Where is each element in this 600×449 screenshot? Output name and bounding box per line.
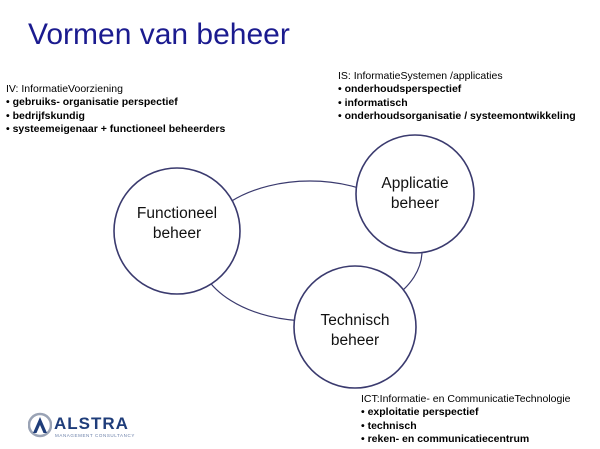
is-text-block: IS: InformatieSystemen /applicaties onde… xyxy=(338,70,576,124)
iv-bullet: systeemeigenaar + functioneel beheerders xyxy=(6,123,226,136)
applicatie-label: Applicatie beheer xyxy=(355,174,475,214)
applicatie-label-line1: Applicatie xyxy=(381,175,449,192)
iv-bullet: gebruiks- organisatie perspectief xyxy=(6,96,225,109)
ict-bullet: reken- en communicatiecentrum xyxy=(361,433,571,446)
technisch-label: Technisch beheer xyxy=(292,311,418,351)
applicatie-label-line2: beheer xyxy=(390,195,440,212)
functioneel-label-line1: Functioneel xyxy=(136,205,218,222)
ict-bullet: exploitatie perspectief xyxy=(361,406,571,419)
is-bullet: informatisch xyxy=(338,97,576,110)
ict-heading: ICT:Informatie- en CommunicatieTechnolog… xyxy=(361,393,571,405)
logo-tagline: MANAGEMENT CONSULTANCY xyxy=(55,433,135,438)
functioneel-circle xyxy=(113,167,241,295)
alstra-logo: ALSTRA MANAGEMENT CONSULTANCY xyxy=(27,412,158,444)
is-heading: IS: InformatieSystemen /applicaties xyxy=(338,70,503,82)
iv-heading: IV: InformatieVoorziening xyxy=(6,83,123,95)
functioneel-label: Functioneel beheer xyxy=(114,204,240,244)
applicatie-circle xyxy=(355,134,475,254)
is-bullet: onderhoudsperspectief xyxy=(338,83,576,96)
iv-text-block: IV: InformatieVoorziening gebruiks- orga… xyxy=(6,83,225,137)
functioneel-label-line2: beheer xyxy=(152,225,202,242)
is-bullet: onderhoudsorganisatie / systeemontwikkel… xyxy=(338,110,576,123)
ict-bullet: technisch xyxy=(361,420,571,433)
technisch-label-line2: beheer xyxy=(330,332,380,349)
iv-bullet: bedrijfskundig xyxy=(6,110,225,123)
ict-text-block: ICT:Informatie- en CommunicatieTechnolog… xyxy=(361,393,571,447)
slide-title: Vormen van beheer xyxy=(28,18,290,51)
alstra-logo-icon xyxy=(27,412,53,438)
technisch-label-line1: Technisch xyxy=(320,312,390,329)
logo-wordmark: ALSTRA xyxy=(54,414,129,433)
technisch-circle xyxy=(293,265,417,389)
